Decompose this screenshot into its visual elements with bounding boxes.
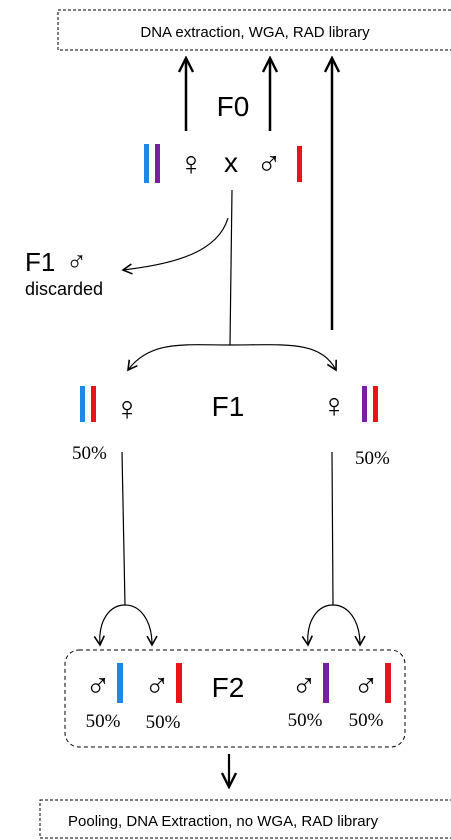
f1-right-chromosome-purple — [362, 386, 367, 422]
f1-left-chromosome-blue — [80, 386, 85, 422]
f2-right-loop-right — [332, 604, 366, 647]
f2-chromosome-red-2 — [385, 663, 391, 703]
f1-discard-male-symbol: ♂ — [66, 246, 87, 277]
bottom-box-label: Pooling, DNA Extraction, no WGA, RAD lib… — [68, 813, 379, 830]
bottom-box: Pooling, DNA Extraction, no WGA, RAD lib… — [39, 799, 451, 839]
f2-percent-2: 50% — [146, 712, 181, 733]
f1-left-female-symbol: ♀ — [114, 390, 140, 428]
f2-chromosome-purple — [323, 663, 329, 703]
f2-chromosome-blue — [117, 663, 123, 703]
f0-male-symbol: ♂ — [256, 145, 282, 183]
f1-left-chromosome-red — [91, 386, 96, 422]
f1-left-percent: 50% — [72, 443, 107, 464]
cross-line — [229, 189, 233, 346]
f1-left-descent-line — [121, 451, 126, 606]
f2-percent-1: 50% — [86, 711, 121, 732]
f2-chromosome-red-1 — [176, 663, 182, 703]
top-box: DNA extraction, WGA, RAD library — [57, 9, 451, 51]
f2-label: F2 — [212, 672, 245, 703]
f1-discard-note: discarded — [25, 279, 103, 299]
f0-chromosome-purple — [155, 144, 160, 183]
f0-chromosome-red — [297, 146, 302, 182]
f2-box — [64, 649, 406, 748]
f0-chromosome-blue — [144, 144, 149, 183]
f1-right-percent: 50% — [355, 448, 390, 469]
f2-percent-4: 50% — [349, 710, 384, 731]
f2-right-loop-left — [301, 604, 334, 647]
discard-arrow — [121, 217, 229, 275]
f0-label: F0 — [217, 91, 250, 122]
top-box-label: DNA extraction, WGA, RAD library — [140, 24, 370, 41]
f1-right-female-symbol: ♀ — [321, 387, 347, 425]
f0-cross-symbol: x — [224, 147, 238, 178]
f1-split-left — [127, 344, 231, 372]
f2-percent-3: 50% — [288, 710, 323, 731]
f2-left-loop-right — [124, 604, 158, 647]
f2-male-symbol-2: ♂ — [144, 667, 170, 705]
f1-discard-label: F1 — [25, 247, 55, 277]
f2-left-loop-left — [93, 604, 126, 647]
f2-male-symbol-1: ♂ — [85, 667, 111, 705]
f1-label: F1 — [212, 391, 245, 422]
f2-male-symbol-3: ♂ — [291, 667, 317, 705]
f1-right-chromosome-red — [373, 386, 378, 422]
f2-male-symbol-4: ♂ — [353, 667, 379, 705]
f0-female-symbol: ♀ — [178, 145, 204, 183]
f1-right-descent-line — [331, 451, 334, 606]
f1-split-right — [229, 344, 337, 372]
